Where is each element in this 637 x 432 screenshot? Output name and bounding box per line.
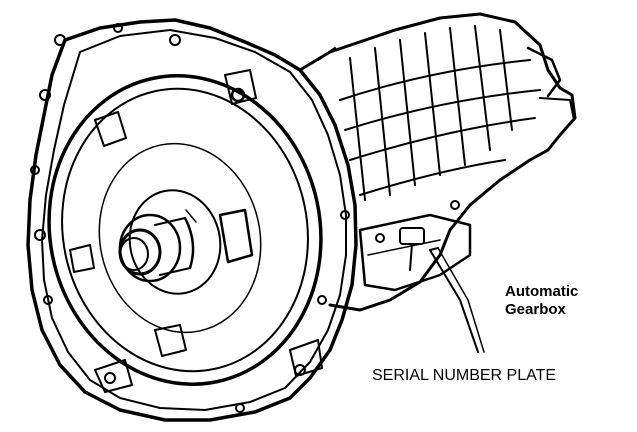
extension-housing [298, 12, 577, 312]
caption-line-1: Automatic [505, 283, 579, 300]
caption-line-2: Gearbox [505, 301, 566, 318]
serial-number-plate-label: SERIAL NUMBER PLATE [372, 367, 557, 384]
serial-plate-leader [429, 247, 485, 353]
torque-converter [47, 74, 323, 386]
diagram-caption: Automatic Gearbox [505, 283, 635, 319]
bell-housing [26, 18, 358, 422]
